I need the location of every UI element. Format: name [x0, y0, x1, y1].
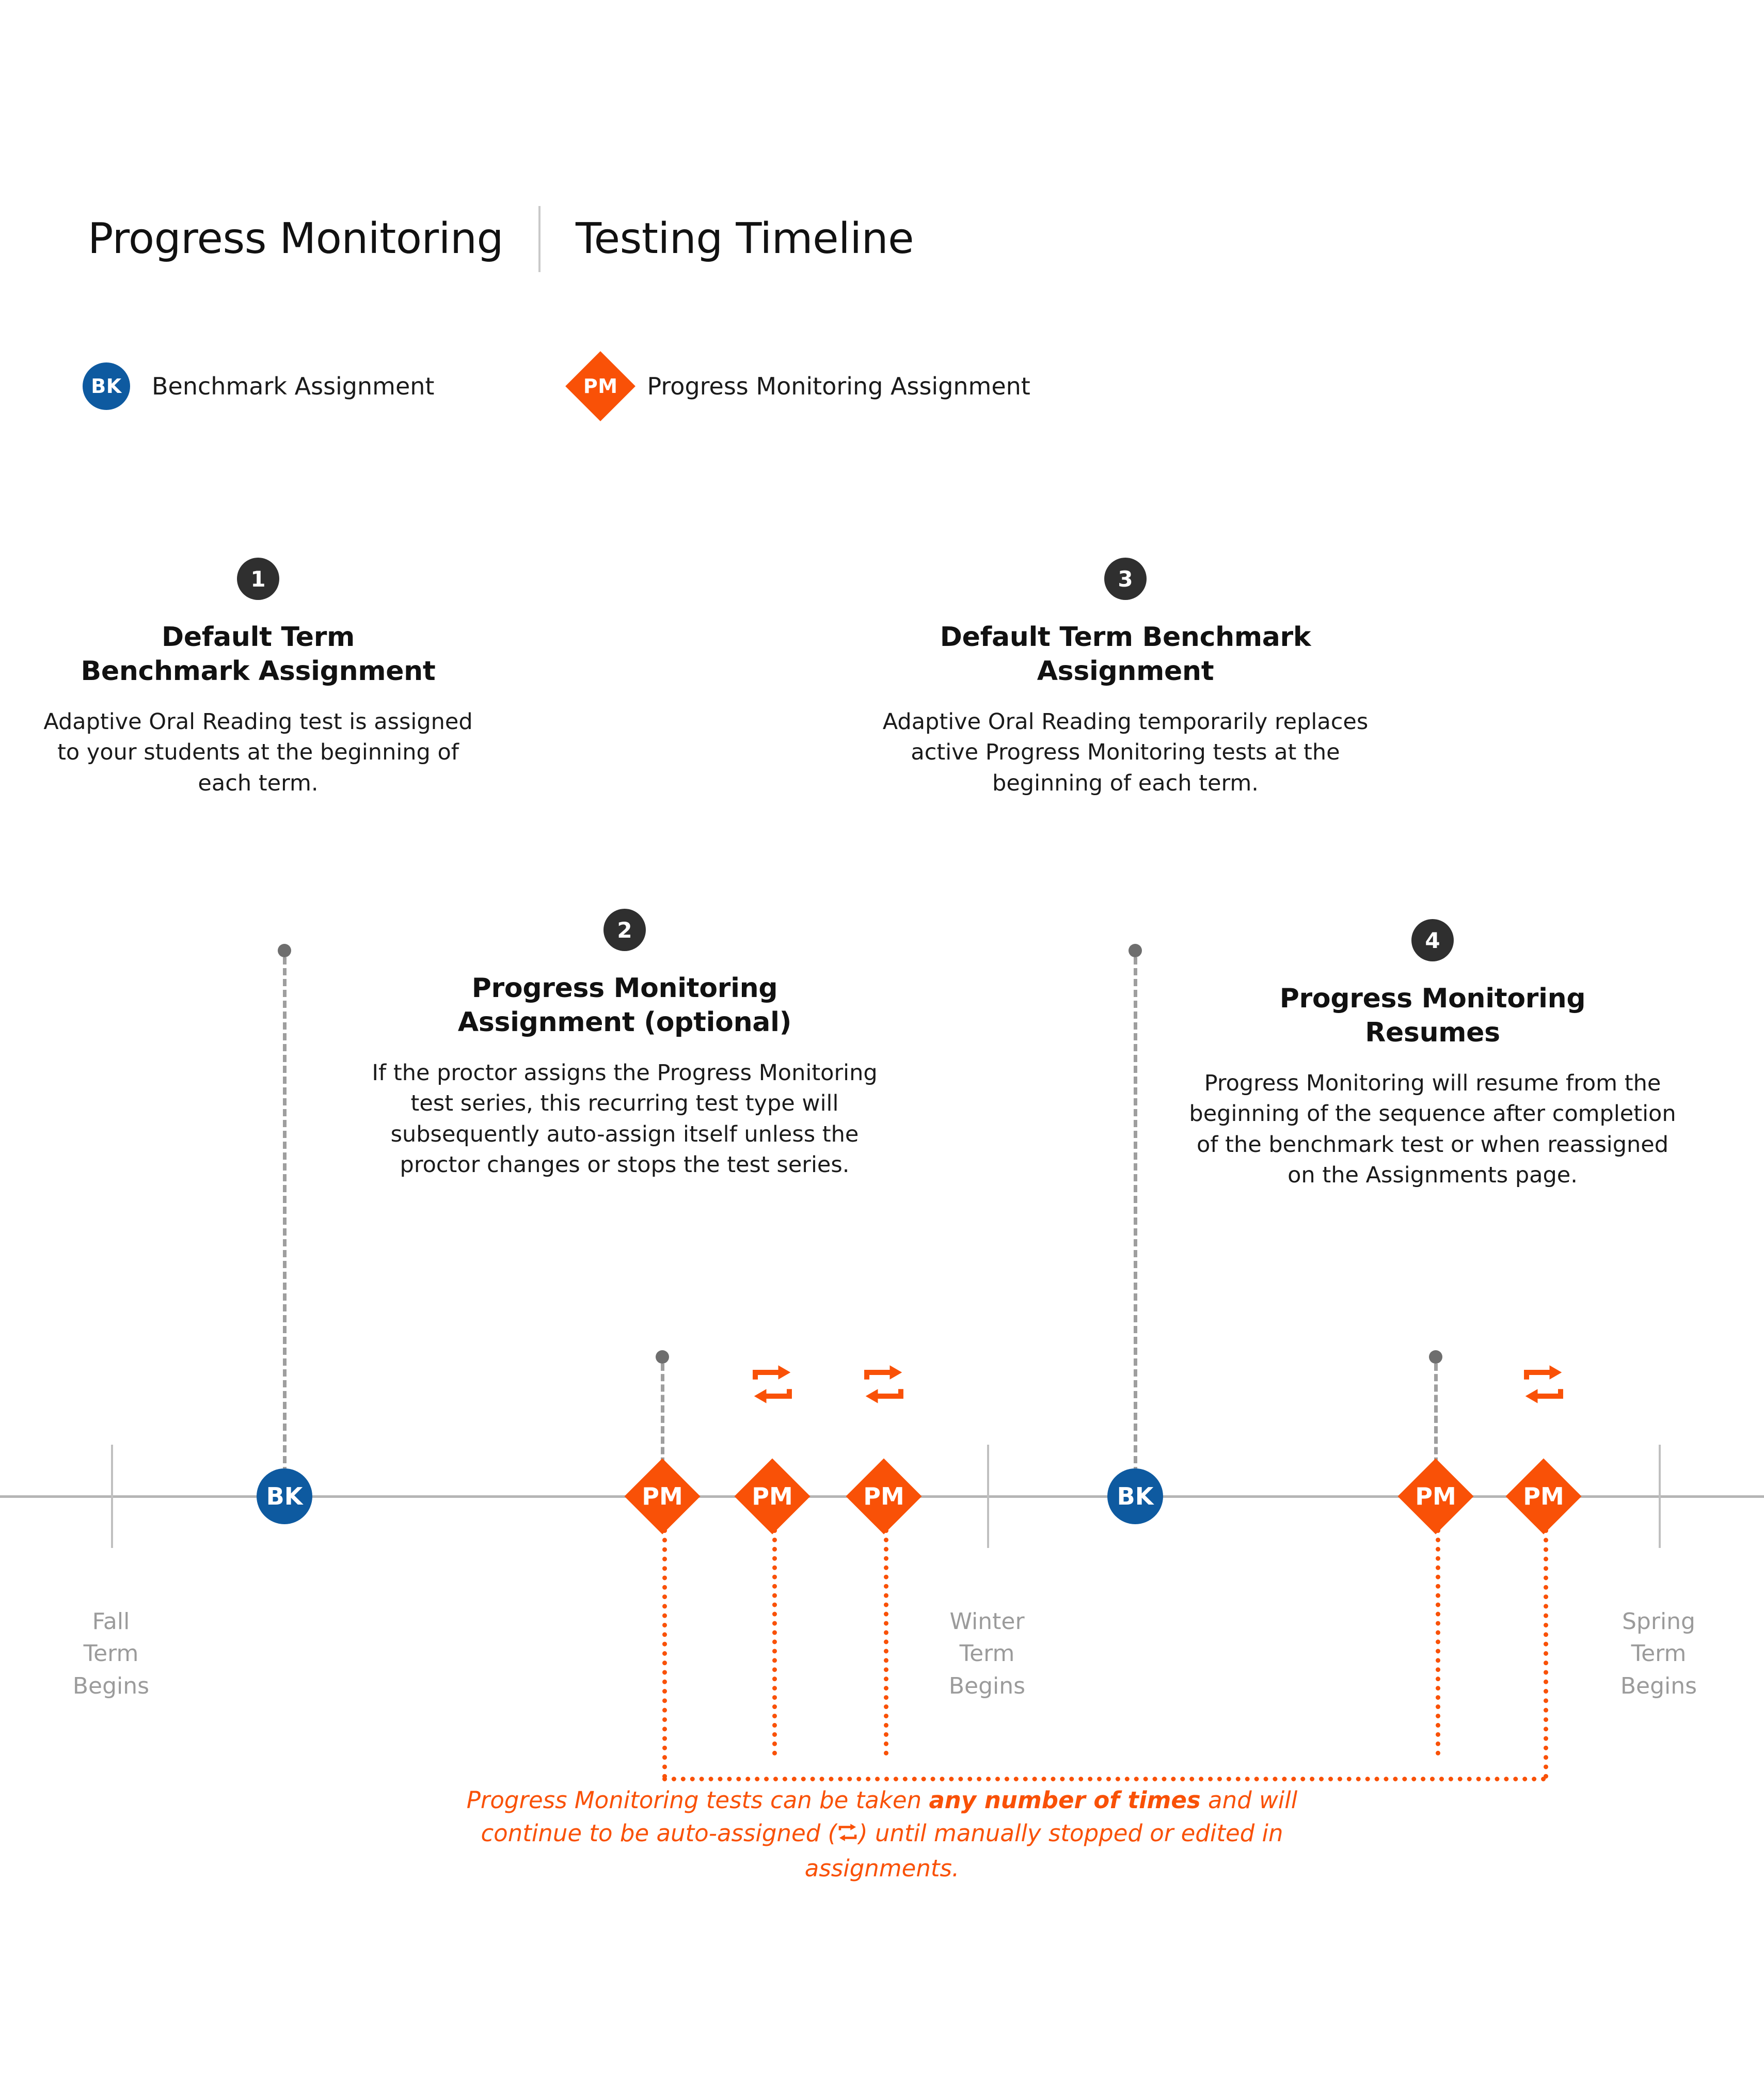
- term-label-spring-line2: Term: [1631, 1640, 1687, 1667]
- term-tick-fall: [111, 1445, 113, 1548]
- timeline-marker-pm-5[interactable]: PM: [1505, 1458, 1582, 1535]
- step-title-3-line1: Default Term Benchmark: [940, 622, 1311, 653]
- step-block-4: 4 Progress Monitoring Resumes Progress M…: [1182, 919, 1683, 1191]
- benchmark-marker-icon-2: BK: [1107, 1468, 1163, 1524]
- connector-dot-2: [656, 1350, 669, 1364]
- bracket-horizontal: [662, 1777, 1546, 1781]
- connector-line-2: [660, 1364, 664, 1485]
- bracket-vertical-pm-2: [772, 1528, 777, 1756]
- step-title-4-line1: Progress Monitoring: [1279, 983, 1586, 1014]
- connector-line-1: [282, 957, 287, 1485]
- pm-marker-icon-3: PM: [846, 1458, 922, 1535]
- footer-caption: Progress Monitoring tests can be taken a…: [443, 1784, 1321, 1885]
- legend: BK Benchmark Assignment PM Progress Moni…: [83, 351, 1030, 421]
- pm-marker-icon-5: PM: [1505, 1458, 1582, 1535]
- repeat-auto-assign-icon-3: [1520, 1361, 1567, 1410]
- progress-monitoring-badge-text: PM: [583, 374, 618, 398]
- timeline-marker-pm-2[interactable]: PM: [734, 1458, 811, 1535]
- term-label-fall-line3: Begins: [72, 1672, 150, 1699]
- step-number-badge-1: 1: [237, 558, 279, 600]
- term-tick-winter: [987, 1445, 989, 1548]
- pm-marker-icon-1: PM: [624, 1458, 701, 1535]
- bracket-vertical-pm-3: [884, 1528, 888, 1756]
- step-number-badge-4: 4: [1411, 919, 1454, 961]
- benchmark-marker-icon-1: BK: [257, 1468, 312, 1524]
- pm-marker-label-5: PM: [1523, 1482, 1564, 1510]
- term-label-winter-line3: Begins: [948, 1672, 1026, 1699]
- step-body-2: If the proctor assigns the Progress Moni…: [372, 1060, 878, 1178]
- term-label-fall-line2: Term: [83, 1640, 139, 1667]
- term-label-fall: Fall Term Begins: [44, 1606, 178, 1702]
- title-divider: [538, 206, 541, 272]
- connector-line-4: [1434, 1364, 1438, 1485]
- term-label-winter-line1: Winter: [949, 1608, 1025, 1635]
- caption-part-2: and will continue to be auto-assigned (: [481, 1786, 1298, 1847]
- term-label-spring-line1: Spring: [1622, 1608, 1695, 1635]
- repeat-auto-assign-icon-1: [749, 1361, 796, 1410]
- step-title-3-line2: Assignment: [1037, 655, 1214, 687]
- benchmark-badge-icon: BK: [83, 362, 130, 410]
- caption-repeat-icon: [837, 1819, 859, 1852]
- term-tick-spring: [1659, 1445, 1661, 1548]
- connector-step-2: [656, 1350, 669, 1485]
- legend-item-progress-monitoring: PM Progress Monitoring Assignment: [565, 351, 1030, 421]
- connector-step-3: [1129, 944, 1142, 1485]
- repeat-auto-assign-icon-2: [860, 1361, 908, 1410]
- legend-label-benchmark: Benchmark Assignment: [152, 372, 435, 400]
- step-block-2: 2 Progress Monitoring Assignment (option…: [361, 909, 888, 1180]
- step-title-2: Progress Monitoring Assignment (optional…: [361, 972, 888, 1039]
- bracket-vertical-pm-1: [662, 1528, 667, 1779]
- page-title-right: Testing Timeline: [576, 214, 914, 263]
- step-body-4: Progress Monitoring will resume from the…: [1189, 1070, 1676, 1189]
- step-title-1-line1: Default Term: [161, 622, 355, 653]
- step-title-3: Default Term Benchmark Assignment: [867, 621, 1384, 688]
- step-number-badge-3: 3: [1104, 558, 1147, 600]
- step-number-badge-2: 2: [603, 909, 646, 951]
- step-block-1: 1 Default Term Benchmark Assignment Adap…: [41, 558, 475, 799]
- term-label-winter: Winter Term Begins: [920, 1606, 1054, 1702]
- step-title-1-line2: Benchmark Assignment: [81, 655, 436, 687]
- pm-marker-icon-2: PM: [734, 1458, 811, 1535]
- page-title-left: Progress Monitoring: [88, 214, 504, 263]
- connector-dot-4: [1429, 1350, 1442, 1364]
- connector-step-4: [1429, 1350, 1442, 1485]
- step-title-4: Progress Monitoring Resumes: [1182, 982, 1683, 1050]
- caption-bold-1: any number of times: [929, 1786, 1201, 1814]
- legend-item-benchmark: BK Benchmark Assignment: [83, 362, 434, 410]
- caption-part-3: ) until manually stopped or edited in as…: [804, 1819, 1283, 1882]
- caption-part-1: Progress Monitoring tests can be taken: [466, 1786, 929, 1814]
- connector-dot-1: [278, 944, 291, 957]
- step-title-4-line2: Resumes: [1365, 1017, 1500, 1048]
- page-header: Progress Monitoring Testing Timeline: [88, 205, 914, 273]
- term-label-spring-line3: Begins: [1620, 1672, 1697, 1699]
- connector-step-1: [278, 944, 291, 1485]
- step-title-1: Default Term Benchmark Assignment: [41, 621, 475, 688]
- timeline-marker-pm-1[interactable]: PM: [624, 1458, 701, 1535]
- term-label-spring: Spring Term Begins: [1592, 1606, 1726, 1702]
- pm-marker-label-3: PM: [863, 1482, 904, 1510]
- legend-label-progress-monitoring: Progress Monitoring Assignment: [647, 372, 1030, 400]
- step-block-3: 3 Default Term Benchmark Assignment Adap…: [867, 558, 1384, 799]
- progress-monitoring-badge-icon: PM: [565, 351, 636, 421]
- pm-marker-icon-4: PM: [1397, 1458, 1474, 1535]
- pm-marker-label-1: PM: [642, 1482, 683, 1510]
- timeline-marker-pm-3[interactable]: PM: [846, 1458, 922, 1535]
- bracket-vertical-pm-4: [1436, 1528, 1440, 1756]
- bracket-vertical-pm-5: [1544, 1528, 1548, 1779]
- step-body-3: Adaptive Oral Reading temporarily replac…: [882, 709, 1369, 796]
- step-title-2-line2: Assignment (optional): [457, 1006, 792, 1038]
- connector-line-3: [1133, 957, 1137, 1485]
- term-label-winter-line2: Term: [959, 1640, 1015, 1667]
- term-label-fall-line1: Fall: [92, 1608, 130, 1635]
- pm-marker-label-4: PM: [1415, 1482, 1456, 1510]
- timeline-marker-bk-1[interactable]: BK: [257, 1468, 312, 1524]
- connector-dot-3: [1129, 944, 1142, 957]
- timeline-marker-bk-2[interactable]: BK: [1107, 1468, 1163, 1524]
- pm-marker-label-2: PM: [752, 1482, 793, 1510]
- timeline-marker-pm-4[interactable]: PM: [1397, 1458, 1474, 1535]
- step-title-2-line1: Progress Monitoring: [471, 973, 778, 1004]
- step-body-1: Adaptive Oral Reading test is assigned t…: [43, 709, 473, 796]
